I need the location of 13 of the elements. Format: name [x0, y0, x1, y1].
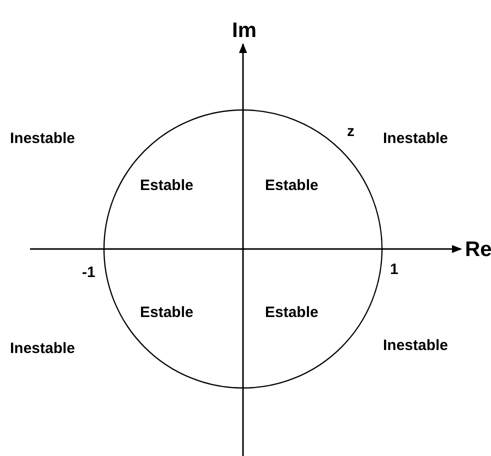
- tick-label: -1: [82, 265, 96, 280]
- plane-label: z: [347, 124, 354, 139]
- region-label: Estable: [140, 305, 194, 320]
- region-label: Inestable: [383, 338, 448, 353]
- region-label: Estable: [140, 178, 194, 193]
- region-label: Estable: [265, 305, 318, 320]
- region-label: Inestable: [10, 341, 76, 356]
- tick-label: 1: [390, 262, 398, 277]
- region-label: Inestable: [10, 131, 76, 146]
- axis-label: Re: [465, 239, 491, 260]
- axis-label: Im: [232, 20, 257, 41]
- region-label: Inestable: [383, 131, 448, 146]
- region-label: Estable: [265, 178, 318, 193]
